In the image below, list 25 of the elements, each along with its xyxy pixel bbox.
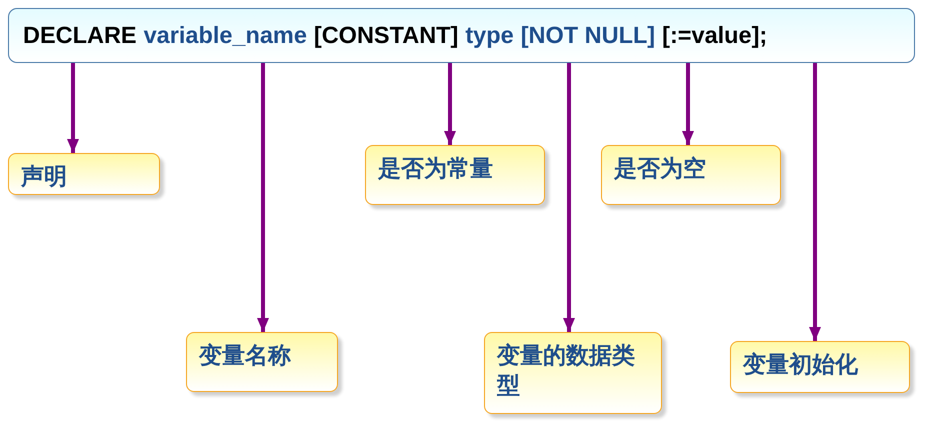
code-text: DECLARE <box>23 22 137 48</box>
callout-text: 声明 <box>21 164 67 189</box>
code-text: [CONSTANT] <box>314 22 458 48</box>
callout-box <box>601 145 781 205</box>
callout-text: 变量的数据类型 <box>497 343 635 398</box>
code-text: [:=value]; <box>662 22 768 48</box>
code-text: variable_name <box>144 22 307 48</box>
arrow <box>444 63 456 145</box>
code-text: [NOT NULL] <box>520 22 656 48</box>
callout-box <box>484 332 662 414</box>
arrow <box>257 63 269 332</box>
callout-box <box>8 153 160 195</box>
callout-text: 是否为空 <box>614 156 706 181</box>
callout-box <box>186 332 338 392</box>
code-box <box>8 8 915 63</box>
callout-box <box>730 341 910 393</box>
arrow <box>563 63 575 332</box>
arrow <box>809 63 821 341</box>
code-text: type <box>465 22 514 48</box>
arrow <box>682 63 694 145</box>
callout-box <box>365 145 545 205</box>
callout-text: 变量初始化 <box>743 352 858 377</box>
callout-text: 变量名称 <box>199 343 291 368</box>
callout-text: 是否为常量 <box>378 156 493 181</box>
arrow <box>67 63 79 153</box>
